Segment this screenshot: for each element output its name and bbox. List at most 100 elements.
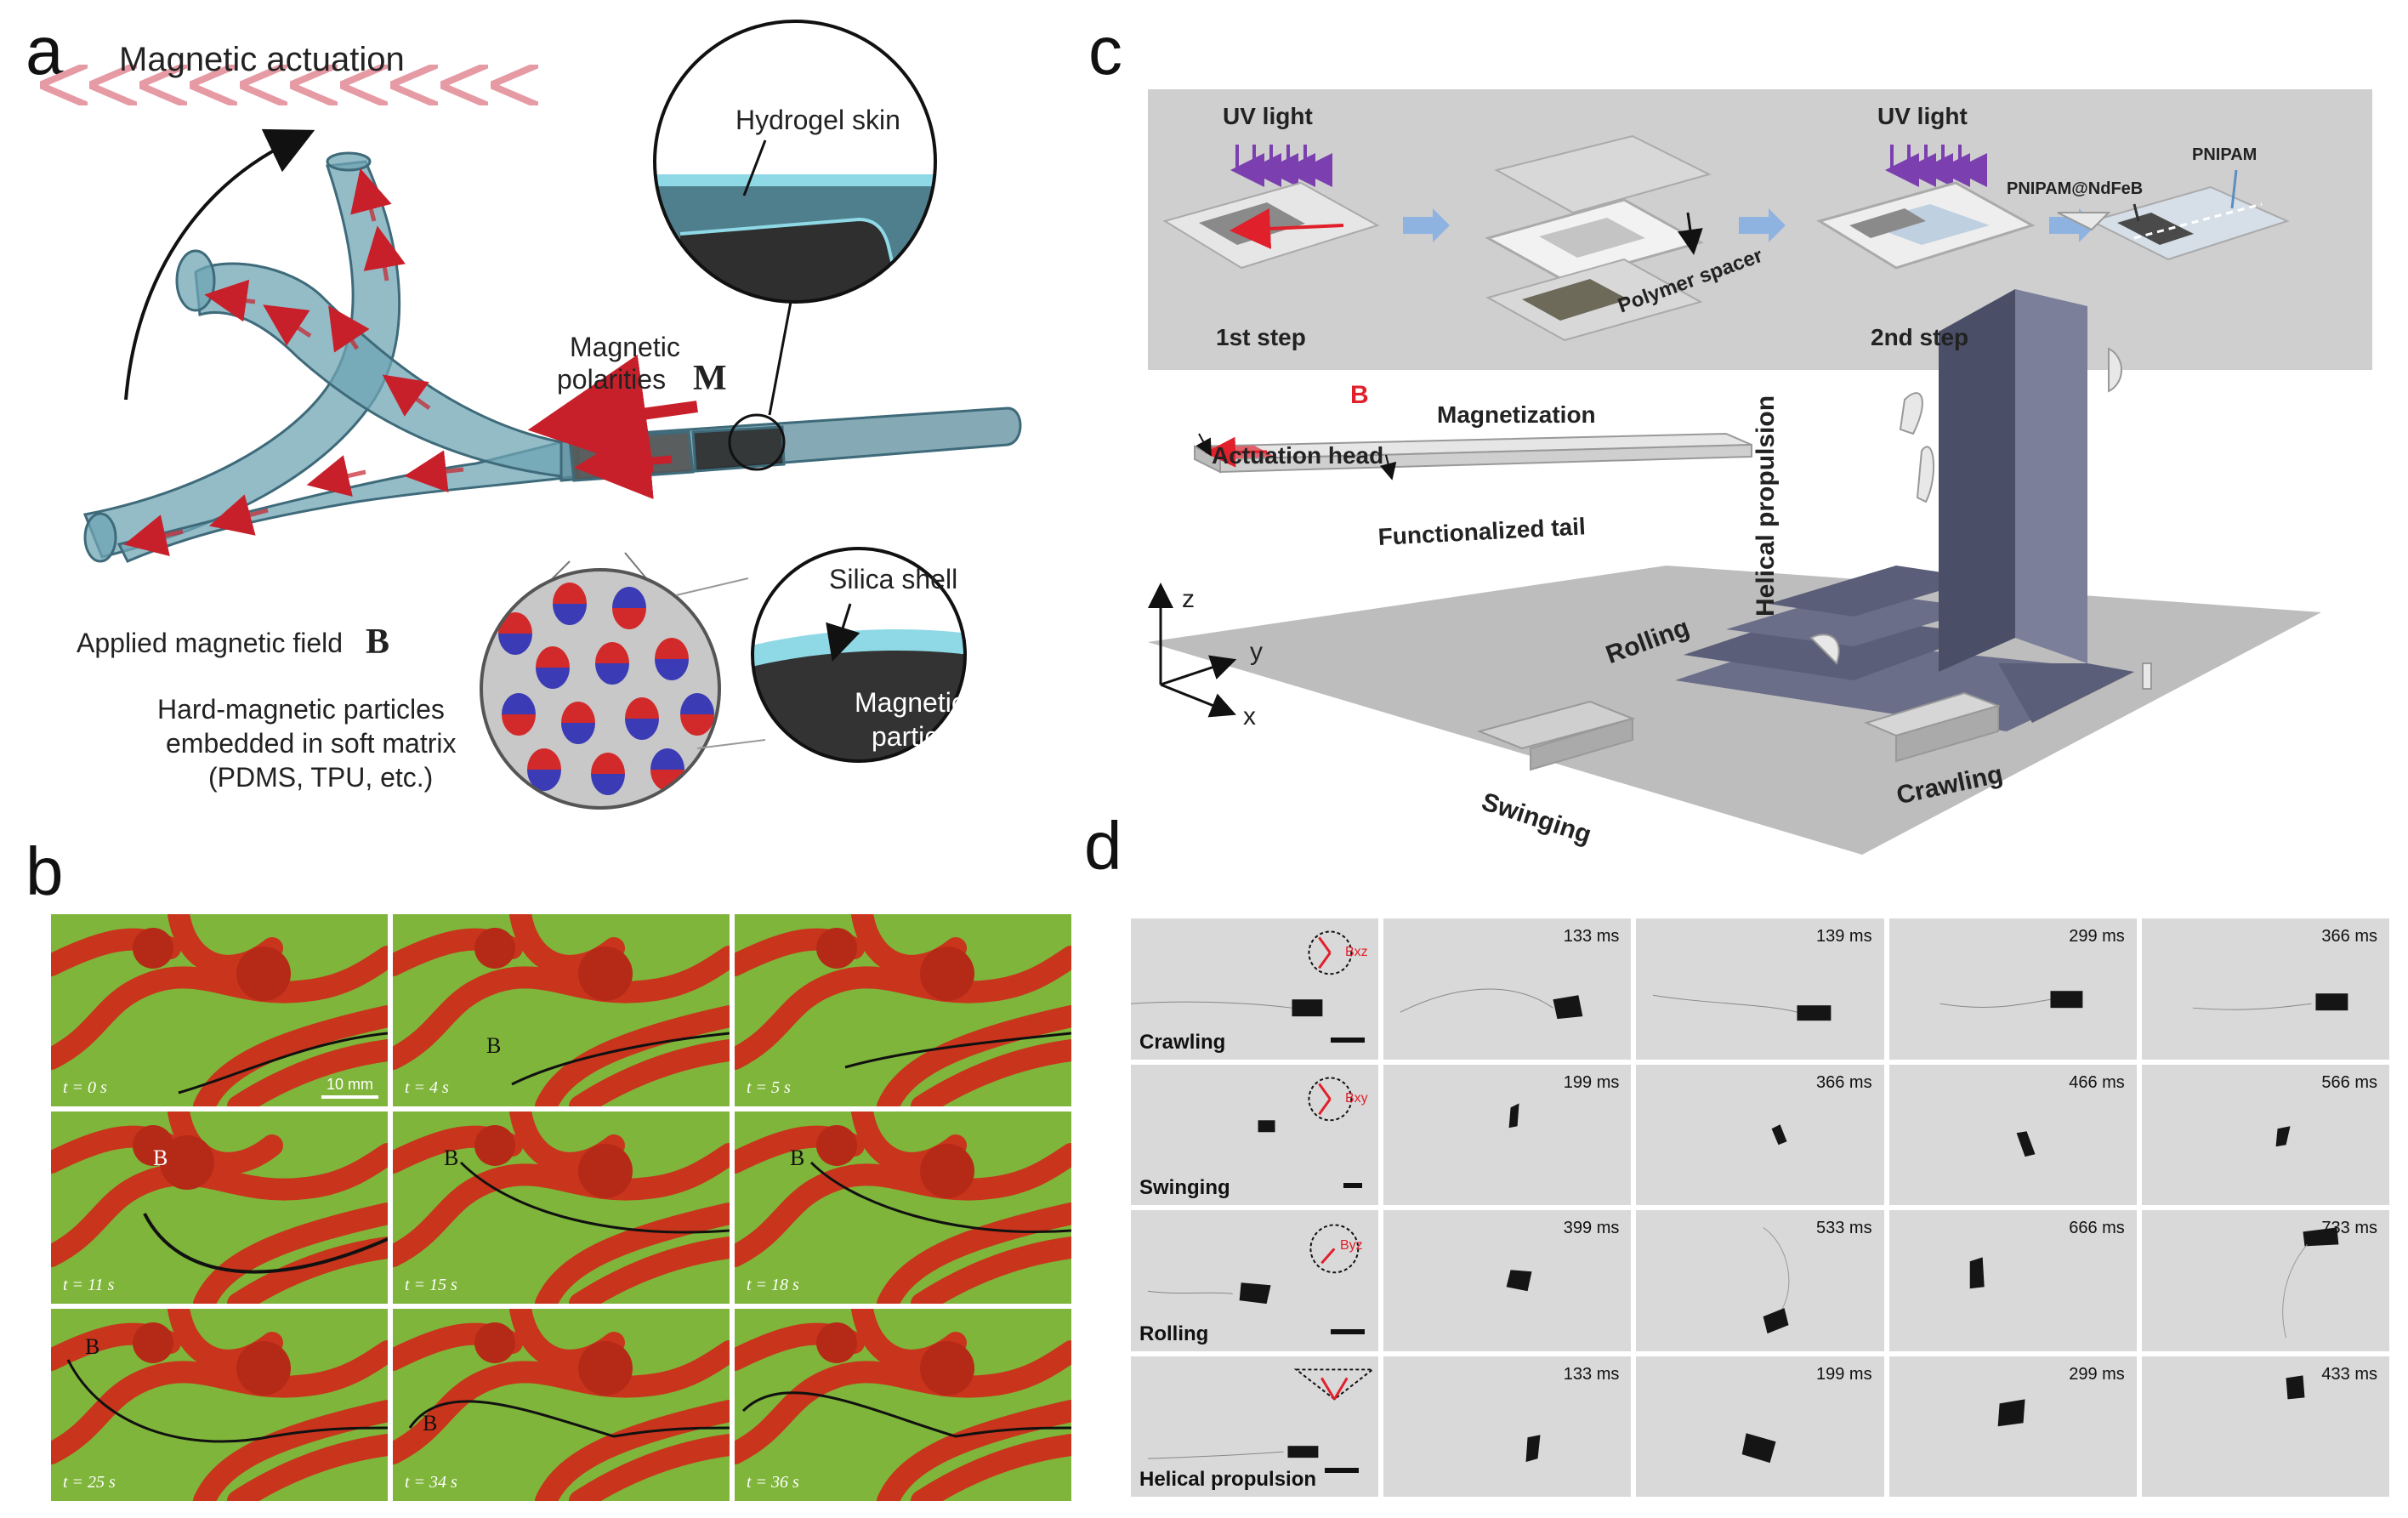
panel-d-label: d: [1084, 808, 1122, 884]
robot-frame: [1742, 1432, 1776, 1463]
helical-frame-0: Helical propulsion: [1131, 1356, 1379, 1497]
time-label: 399 ms: [1563, 1219, 1620, 1237]
frame-5: B t = 15 s: [393, 1111, 730, 1304]
robot-strip: [1194, 432, 1752, 474]
robot-frame: [1763, 1227, 1790, 1334]
magnetic-particle-label-2: particle: [872, 721, 960, 752]
axis-y-label: y: [1250, 638, 1263, 666]
robot-frame: [2192, 993, 2348, 1011]
time-label: 199 ms: [1816, 1364, 1872, 1384]
magnetic-actuation-title: Magnetic actuation: [119, 41, 405, 78]
vessel-phantom: [393, 914, 730, 1106]
step1-label: 1st step: [1216, 324, 1306, 350]
time-label: 666 ms: [2069, 1219, 2125, 1237]
pnipam-ndfeb-label: PNIPAM@NdFeB: [2007, 179, 2144, 198]
magnetic-particle-label-1: Magnetic: [855, 687, 965, 718]
frame-time: t = 34 s: [405, 1473, 457, 1492]
time-label: 139 ms: [1816, 927, 1872, 946]
frame-3: t = 5 s: [735, 914, 1071, 1106]
field-indicator: B: [486, 1033, 502, 1058]
frame-2: B t = 4 s: [393, 914, 730, 1106]
field-diagram: [1258, 1076, 1353, 1132]
magnetization-field-arrow: [1230, 208, 1344, 249]
panel-a-illustration: [0, 20, 1022, 810]
scale-bar: 10 mm: [321, 1076, 379, 1099]
scale-bar: [1331, 1037, 1365, 1043]
head-arrow: [574, 423, 673, 499]
robot-frame: [1997, 1398, 2025, 1426]
frame-7: B t = 25 s: [51, 1309, 388, 1501]
particles-label-3: (PDMS, TPU, etc.): [208, 762, 434, 793]
field-label: Bxz: [1345, 945, 1368, 959]
scale-bar: [1331, 1328, 1365, 1334]
deflection-arrow: [124, 128, 315, 401]
panel-b-frames: t = 0 s 10 mm B t = 4 s t = 5 s B t = 11…: [51, 914, 1071, 1501]
rolling-frame-0: Byz Rolling: [1131, 1210, 1379, 1351]
particles-label-2: embedded in soft matrix: [166, 728, 457, 759]
mode-label: Helical propulsion: [1139, 1468, 1317, 1491]
magnetization-arrow: [527, 355, 698, 473]
time-label: 299 ms: [2069, 1364, 2125, 1384]
panel-b-label: b: [26, 833, 64, 909]
robot-frame: [1939, 991, 2082, 1009]
helical-frame-3: 299 ms: [1888, 1356, 2137, 1497]
crawling-frame-0: Bxz Crawling: [1131, 918, 1379, 1060]
time-label: 533 ms: [1816, 1219, 1872, 1237]
helical-frame-1: 133 ms: [1383, 1356, 1632, 1497]
time-label: 433 ms: [2321, 1364, 2377, 1384]
frame-time: t = 4 s: [405, 1078, 449, 1097]
silica-shell-label: Silica shell: [829, 564, 958, 594]
frame-time: t = 25 s: [63, 1473, 116, 1492]
magnetic-polarities-label-2: polarities: [557, 364, 667, 395]
field-indicator: B: [153, 1146, 168, 1170]
uv-light-label-1: UV light: [1223, 103, 1313, 129]
robot-frame: [1653, 994, 1832, 1021]
crawling-frame-3: 299 ms: [1888, 918, 2137, 1060]
step2-plate: [1816, 181, 2036, 270]
swinging-frame-0: Bxy Swinging: [1131, 1064, 1379, 1205]
applied-field-label: Applied magnetic field: [77, 628, 344, 658]
field-label: Byz: [1340, 1238, 1363, 1253]
vessel-phantom: [735, 1111, 1071, 1304]
helical-frame-4: 433 ms: [2141, 1356, 2389, 1497]
actuation-head-label: Actuation head: [1212, 442, 1384, 469]
scale-bar: [1325, 1468, 1359, 1473]
mode-label: Swinging: [1139, 1176, 1230, 1199]
field-diagram: [1131, 930, 1353, 1017]
field-indicator: B: [85, 1334, 100, 1359]
scale-bar: [1343, 1183, 1362, 1188]
rolling-frame-1: 399 ms: [1383, 1210, 1632, 1351]
frame-time: t = 5 s: [747, 1078, 791, 1097]
swinging-frame-1: 199 ms: [1383, 1064, 1632, 1205]
frame-time: t = 0 s: [63, 1078, 107, 1097]
particles-label-1: Hard-magnetic particles: [157, 694, 445, 725]
robot-frame: [2286, 1374, 2305, 1399]
field-indicator: B: [423, 1411, 438, 1436]
mode-label: Rolling: [1139, 1322, 1209, 1345]
uv-arrows-1: [1230, 145, 1332, 187]
panel-a: a: [0, 0, 1097, 850]
swinging-frame-4: 566 ms: [2141, 1064, 2389, 1205]
swinging-frame-2: 366 ms: [1636, 1064, 1884, 1205]
robot-frame: [1771, 1123, 1787, 1145]
field-b-label: B: [1350, 381, 1369, 409]
field-diagram: [1147, 1367, 1376, 1459]
frame-4: B t = 11 s: [51, 1111, 388, 1304]
vessel-phantom: [51, 1309, 388, 1501]
magnetization-label: Magnetization: [1437, 401, 1596, 428]
vessel-phantom: [51, 1111, 388, 1304]
robot-frame: [2275, 1125, 2291, 1146]
crawling-frame-4: 366 ms: [2141, 918, 2389, 1060]
field-indicator: B: [444, 1146, 459, 1170]
field-diagram: [1147, 1224, 1360, 1305]
time-label: 366 ms: [1816, 1072, 1872, 1092]
panel-c-illustration: [1148, 89, 2372, 855]
time-label: 733 ms: [2321, 1219, 2377, 1237]
panel-d-frames: Bxz Crawling 133 ms 139 ms 299 ms 366 ms…: [1131, 918, 2389, 1497]
robot-frame: [1969, 1257, 1985, 1289]
frame-6: B t = 18 s: [735, 1111, 1071, 1304]
vessel-phantom: [735, 914, 1071, 1106]
crawling-frame-1: 133 ms: [1383, 918, 1632, 1060]
robot-frame: [1506, 1270, 1532, 1292]
vessel-phantom: [735, 1309, 1071, 1501]
